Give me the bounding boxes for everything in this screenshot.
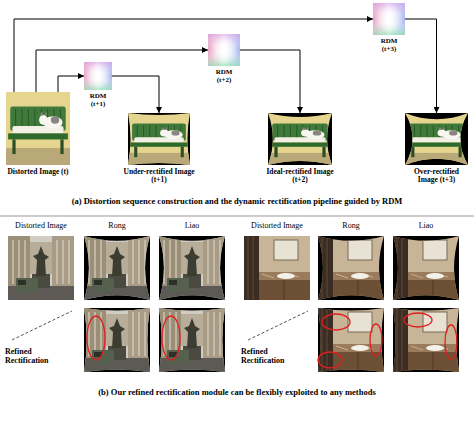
column-header: Rong	[318, 222, 384, 231]
highlight-ellipse	[370, 324, 382, 356]
flow-arrow	[405, 19, 437, 113]
image-node: Ideal-rectified Image (t+2)	[264, 113, 336, 185]
flow-arrow	[58, 76, 84, 92]
highlight-ellipse	[445, 325, 457, 359]
photo-background	[159, 236, 225, 300]
image-node: Under-rectified Image (t+1)	[123, 113, 195, 185]
node-label: RDM (t+1)	[85, 93, 111, 109]
photo-background	[405, 113, 468, 165]
photo-background	[318, 308, 384, 372]
picture-slot	[123, 113, 195, 165]
photo-background	[128, 113, 190, 165]
flow-arrow	[36, 50, 208, 92]
picture-slot	[208, 34, 240, 66]
diagonal-divider	[12, 311, 72, 340]
separator-line	[0, 216, 474, 217]
refined-photo	[393, 308, 459, 372]
rectified-photo	[84, 236, 150, 300]
picture-slot	[4, 92, 72, 165]
rectified-photo	[393, 236, 459, 300]
row-label: Refined Rectification	[5, 348, 59, 366]
photo-background	[268, 113, 332, 165]
rdm-map	[208, 34, 240, 66]
photo-background	[159, 308, 225, 372]
node-label: Ideal-rectified Image (t+2)	[264, 168, 336, 185]
highlight-ellipse	[87, 316, 105, 360]
distorted-photo	[8, 236, 74, 300]
rectified-photo	[318, 236, 384, 300]
photo-background	[318, 236, 384, 300]
flow-arrow	[112, 76, 159, 113]
refined-photo	[318, 308, 384, 372]
rdm-node: RDM (t+1)	[84, 62, 112, 109]
node-label: Under-rectified Image (t+1)	[123, 168, 195, 185]
flow-arrow	[240, 50, 300, 113]
diagonal-divider	[248, 311, 308, 340]
rectified-photo	[128, 113, 190, 165]
column-header: Distorted Image	[244, 222, 310, 231]
highlight-ellipse	[162, 316, 180, 360]
node-label: Distorted Image (t)	[4, 168, 72, 176]
rectified-photo	[268, 113, 332, 165]
photo-background	[84, 236, 150, 300]
image-node: Distorted Image (t)	[4, 92, 72, 176]
photo-background	[393, 236, 459, 300]
refined-photo	[84, 308, 150, 372]
rectified-photo	[405, 113, 468, 165]
image-node: Over-rectified Image (t+3)	[404, 113, 470, 185]
column-header: Liao	[393, 222, 459, 231]
column-header: Rong	[84, 222, 150, 231]
rdm-node: RDM (t+2)	[208, 34, 240, 85]
row-label: Refined Rectification	[241, 348, 295, 366]
node-label: Over-rectified Image (t+3)	[404, 168, 470, 185]
column-header: Liao	[159, 222, 225, 231]
node-label: RDM (t+3)	[376, 38, 402, 54]
rdm-map	[84, 62, 112, 90]
highlight-ellipse	[322, 314, 350, 330]
distorted-photo	[6, 92, 70, 165]
figure-caption: (a) Distortion sequence construction and…	[0, 197, 474, 207]
highlight-ellipse	[404, 313, 432, 327]
flow-arrow	[14, 19, 373, 92]
picture-slot	[264, 113, 336, 165]
node-label: RDM (t+2)	[211, 69, 237, 85]
rectified-photo	[159, 236, 225, 300]
picture-slot	[84, 62, 112, 90]
distorted-photo	[244, 236, 310, 300]
highlight-ellipse	[318, 352, 342, 368]
photo-background	[84, 308, 150, 372]
refined-photo	[159, 308, 225, 372]
picture-slot	[404, 113, 470, 165]
rdm-map	[373, 3, 405, 35]
rdm-node: RDM (t+3)	[373, 3, 405, 54]
picture-slot	[373, 3, 405, 35]
column-header: Distorted Image	[8, 222, 74, 231]
photo-background	[393, 308, 459, 372]
figure-caption: (b) Our refined rectification module can…	[0, 388, 474, 398]
